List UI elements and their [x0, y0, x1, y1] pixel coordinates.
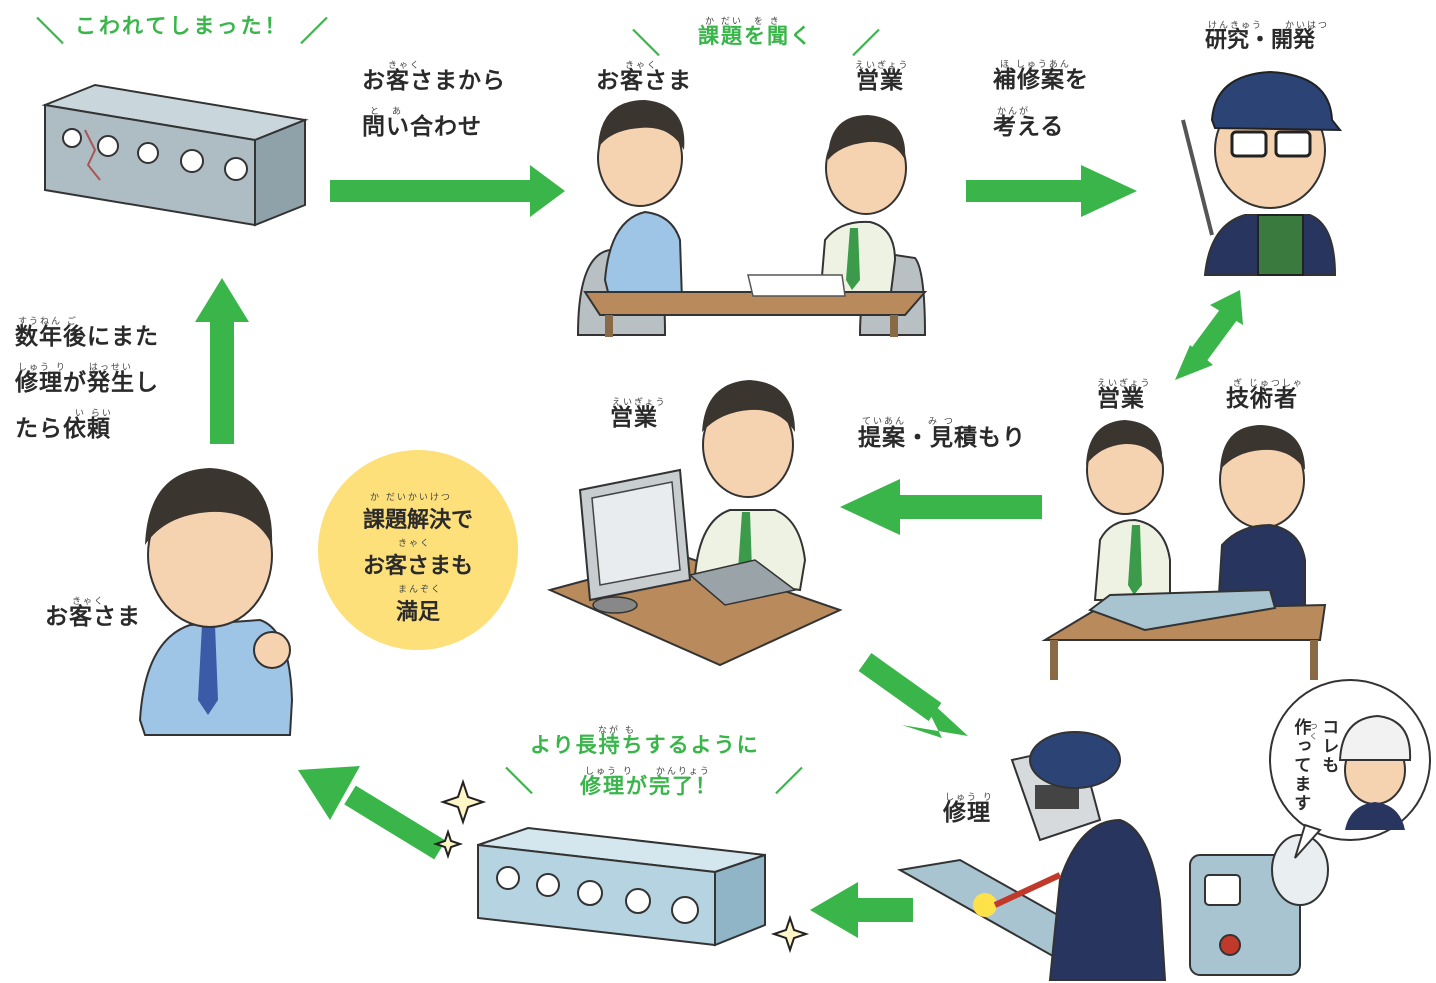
- inquiry-ruby-2: と あ: [370, 107, 404, 117]
- again-line-1: 数年後にまた: [15, 324, 159, 350]
- rnd-ruby: けんきゅう かいはつ: [1208, 21, 1330, 31]
- done-line-2: 修理が完了！: [580, 774, 718, 798]
- arrow-to-repair: [858, 653, 968, 738]
- bubble-line-1: コレも: [1318, 718, 1339, 775]
- again-line-3: たら依頼: [15, 416, 111, 442]
- slash-left-1: ＼: [36, 15, 65, 48]
- slash-right-2: ／: [852, 27, 881, 60]
- arrow-inquiry: [330, 165, 565, 217]
- sales3-label: 営業: [610, 405, 658, 431]
- solved-line-1: 課題解決で: [362, 508, 473, 533]
- arrow-rnd-engineer: [1175, 290, 1243, 380]
- satisfaction-circle: か だいかいけつ 課題解決で きゃく お客さまも まんぞく 満足: [318, 450, 518, 650]
- plan-ruby-2: かんが: [997, 107, 1031, 117]
- sales2-ruby: えいぎょう: [1097, 379, 1152, 389]
- again-ruby-2: しゅう り はっせい: [18, 363, 133, 373]
- done-ruby-1: なが も: [598, 726, 636, 736]
- customer2-label: お客さま: [45, 604, 141, 630]
- arrow-up-again: [195, 278, 249, 444]
- slash-left-3: ＼: [505, 765, 534, 798]
- propose-label: 提案・見積もり: [858, 425, 1026, 451]
- customer1-label: お客さま: [596, 68, 692, 94]
- plan-line-2: 考える: [993, 114, 1065, 140]
- sales-pc-illustration: [547, 380, 843, 667]
- rnd-illustration: [1181, 70, 1343, 276]
- propose-ruby: ていあん み つ: [862, 417, 955, 427]
- solved-ruby-2: きゃく: [398, 539, 432, 549]
- done-ruby-2: しゅう り かんりょう: [585, 767, 711, 777]
- broken-caption: こわれてしまった！: [75, 14, 289, 38]
- done-line-1: より長持ちするように: [530, 733, 760, 757]
- slash-right-1: ／: [300, 15, 329, 48]
- plan-line-1: 補修案を: [993, 67, 1089, 93]
- bubble-ruby: つく: [1309, 722, 1318, 742]
- inquiry-line-2: 問い合わせ: [362, 114, 482, 140]
- welder-illustration: [897, 679, 1431, 981]
- hear-ruby: か だい を き: [705, 17, 781, 27]
- meeting-illustration: [576, 100, 928, 337]
- customer-illustration: [138, 468, 294, 736]
- sales1-ruby: えいぎょう: [855, 61, 910, 71]
- bubble-line-2: 作ってます: [1290, 718, 1311, 813]
- plan-ruby-1: ほ しゅうあん: [1000, 60, 1071, 70]
- sales1-label: 営業: [856, 68, 904, 94]
- solved-ruby-1: か だいかいけつ: [370, 493, 452, 503]
- arrow-proposal: [840, 479, 1042, 535]
- inquiry-ruby-1: きゃく: [388, 61, 422, 71]
- solved-ruby-3: まんぞく: [398, 585, 443, 595]
- customer2-ruby: きゃく: [72, 597, 106, 607]
- repair-ruby: しゅう り: [945, 793, 994, 803]
- hear-caption: 課題を聞く: [698, 24, 813, 48]
- repair-label: 修理: [943, 800, 991, 826]
- arrow-to-rnd: [966, 165, 1137, 217]
- again-ruby-3: い らい: [75, 409, 113, 419]
- sparkle-icons: [432, 778, 810, 954]
- slash-left-2: ＼: [632, 27, 661, 60]
- sales-engineer-illustration: [1041, 420, 1327, 680]
- sales3-ruby: えいぎょう: [612, 398, 667, 408]
- again-line-2: 修理が発生し: [15, 370, 159, 396]
- again-ruby-1: すうねん ご: [18, 317, 78, 327]
- inquiry-line-1: お客さまから: [362, 68, 506, 94]
- repaired-rail-illustration: [477, 826, 766, 947]
- solved-line-3: 満足: [395, 600, 440, 625]
- solved-line-2: お客さまも: [362, 554, 473, 579]
- customer1-ruby: きゃく: [625, 61, 659, 71]
- sales2-label: 営業: [1097, 386, 1145, 412]
- broken-rail-illustration: [41, 83, 309, 227]
- arrow-repair-done: [810, 882, 913, 938]
- engineer-label: 技術者: [1226, 386, 1298, 412]
- rnd-label: 研究・開発: [1205, 28, 1316, 53]
- slash-right-3: ／: [775, 765, 804, 798]
- arrow-to-customer: [298, 766, 446, 860]
- engineer-ruby: ぎ じゅつしゃ: [1233, 379, 1304, 389]
